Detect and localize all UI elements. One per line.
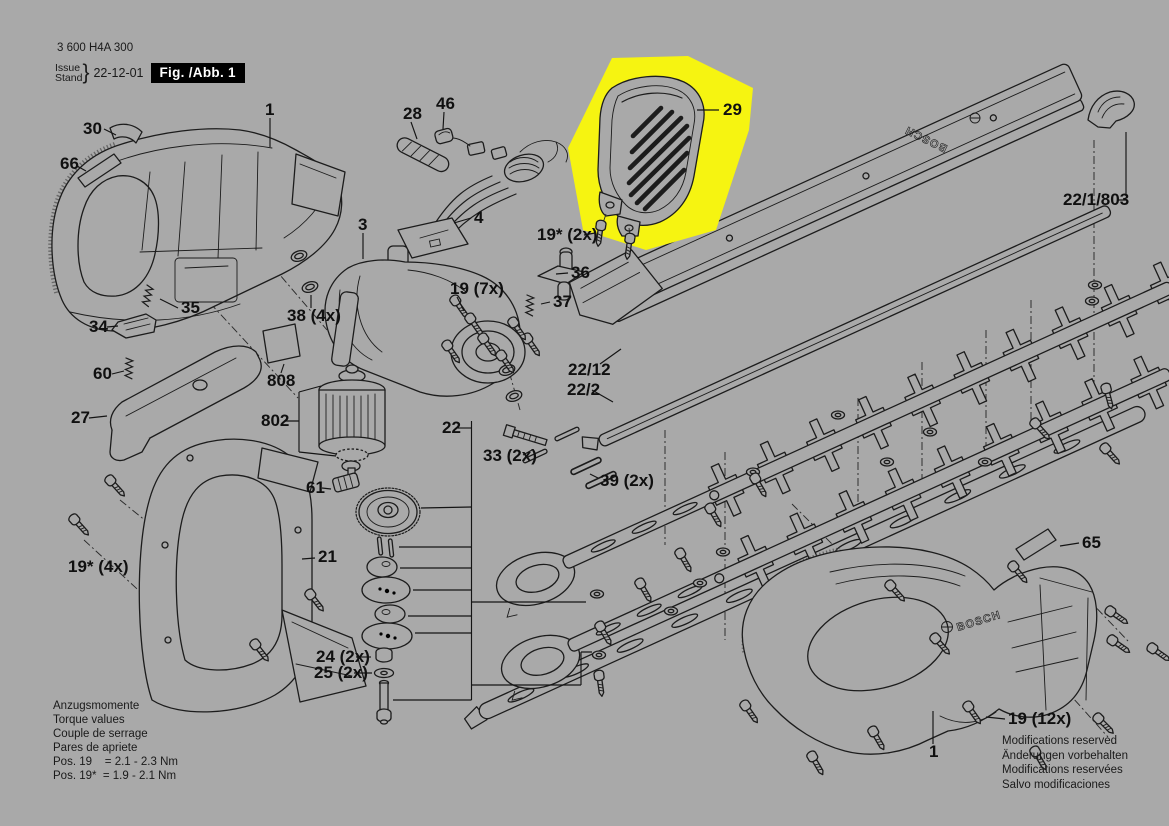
- part-label-33-2x: 33 (2x): [483, 446, 537, 465]
- note-line: Pos. 19 = 2.1 - 2.3 Nm: [53, 755, 178, 768]
- part-46-nut: [434, 127, 454, 145]
- part-65-strip: [1015, 528, 1057, 561]
- header-row: Issue Stand } 22-12-01 Fig. /Abb. 1: [55, 61, 245, 85]
- note-line: Pares de apriete: [53, 741, 138, 754]
- part-label-22-1-803: 22/1/803: [1063, 190, 1130, 209]
- part-label-4: 4: [474, 208, 484, 227]
- lower-blade: [500, 351, 1169, 701]
- part-label-61: 61: [306, 478, 325, 497]
- part-label-808: 808: [267, 371, 296, 390]
- hand-guard-highlight: [568, 56, 753, 250]
- part-label-25-2x: 25 (2x): [314, 663, 368, 682]
- part-label-38-4x: 38 (4x): [287, 306, 341, 325]
- small-parts-left: [77, 123, 320, 380]
- part-label-28: 28: [403, 104, 422, 123]
- part-label-39-2x: 39 (2x): [600, 471, 654, 490]
- part-24-nut: [375, 647, 393, 663]
- part-label-22-12: 22/12: [568, 360, 611, 379]
- note-line: Torque values: [53, 713, 125, 726]
- gear-and-disc-stack: [355, 487, 421, 725]
- motor-802: [318, 364, 386, 486]
- note-line: Anzugsmomente: [53, 700, 140, 712]
- housing-top-left: [48, 128, 346, 332]
- part-label-27: 27: [71, 408, 90, 427]
- note-line: Modifications reserved: [1002, 735, 1118, 747]
- part-label-34: 34: [89, 317, 108, 336]
- part-30-clip: [109, 123, 143, 144]
- part-label-1-top: 1: [265, 100, 275, 119]
- note-line: Salvo modificaciones: [1002, 778, 1111, 791]
- part-label-46: 46: [436, 94, 455, 113]
- part-66-strip: [77, 153, 122, 188]
- harness-4: [396, 127, 568, 259]
- note-line: Modifications reservées: [1002, 764, 1123, 777]
- support-rail-22-2: [581, 205, 1112, 451]
- parts-33: [502, 424, 581, 465]
- part-27-bracket: [109, 345, 262, 462]
- part-28-grip: [396, 137, 450, 173]
- part-label-66: 66: [60, 154, 79, 173]
- part-60-spring: [124, 357, 134, 380]
- part-label-22-2: 22/2: [567, 380, 601, 399]
- part-61-coupler: [332, 472, 360, 493]
- part-label-19s-2x: 19* (2x): [537, 225, 598, 244]
- hand-guard-29: [597, 75, 705, 237]
- part-label-22: 22: [442, 418, 461, 437]
- housing-bottom-right: BOSCH: [741, 546, 1098, 755]
- part-25-washer: [373, 667, 395, 679]
- issue-label: Issue: [55, 62, 81, 74]
- note-line: Pos. 19* = 1.9 - 2.1 Nm: [53, 769, 177, 782]
- blade-assembly: BOSCH: [463, 63, 1169, 730]
- issue-stand-labels: Issue Stand: [55, 62, 83, 84]
- part-label-19-7x: 19 (7x): [450, 279, 504, 298]
- part-label-3: 3: [358, 215, 368, 234]
- part-808-label-plate: [262, 323, 301, 364]
- note-line: Couple de serrage: [53, 727, 148, 740]
- part-label-1-bottom: 1: [929, 742, 939, 761]
- note-line: Änderungen vorbehalten: [1002, 749, 1128, 762]
- part-label-19-12x: 19 (12x): [1008, 709, 1072, 728]
- model-number: 3 600 H4A 300: [57, 42, 134, 54]
- blade-bolt: [376, 679, 392, 725]
- brace-glyph: }: [82, 61, 90, 84]
- guard-rail-22-12: [568, 63, 1085, 325]
- issue-date: 22-12-01: [93, 66, 144, 80]
- part-label-29: 29: [723, 100, 742, 119]
- figure-label: Fig. /Abb. 1: [150, 63, 245, 83]
- part-label-60: 60: [93, 364, 112, 383]
- front-handle-21: [138, 438, 367, 713]
- part-label-19s-4x: 19* (4x): [68, 557, 129, 576]
- part-label-36: 36: [571, 263, 590, 282]
- part-36-plug: [537, 247, 585, 301]
- upper-blade: [495, 256, 1169, 618]
- stand-label: Stand: [55, 72, 83, 84]
- leader-lines: [76, 109, 1127, 744]
- part-label-30: 30: [83, 119, 102, 138]
- part-34-latch: [111, 313, 157, 339]
- part-label-35: 35: [181, 298, 200, 317]
- part-label-802: 802: [261, 411, 290, 430]
- part-label-37: 37: [553, 292, 572, 311]
- part-label-24-2x: 24 (2x): [316, 647, 370, 666]
- part-37-spring: [524, 294, 535, 317]
- part-label-65: 65: [1082, 533, 1101, 552]
- part-label-21: 21: [318, 547, 337, 566]
- part-38-ring: [300, 279, 320, 295]
- blade-tip-protector: [1087, 90, 1135, 129]
